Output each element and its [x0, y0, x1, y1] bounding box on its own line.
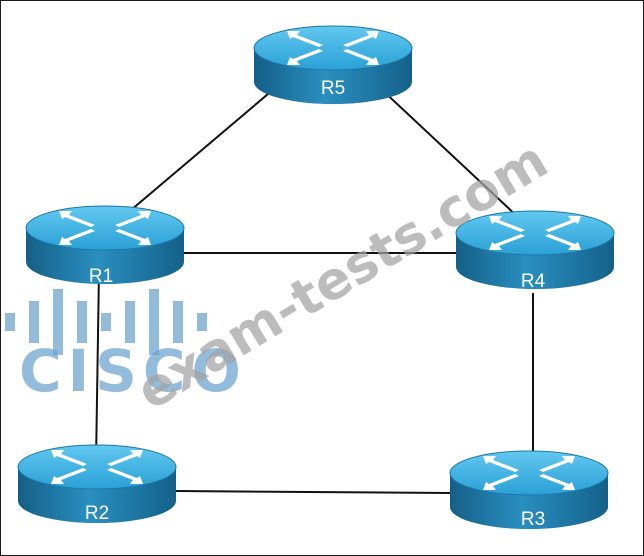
- router-top: [253, 25, 413, 71]
- router-arrows-icon: [489, 216, 581, 250]
- router-arrows-icon: [59, 211, 151, 245]
- router-r2[interactable]: R2: [17, 444, 177, 524]
- cisco-logo-text: CISCO: [19, 337, 247, 405]
- router-label: R4: [521, 271, 546, 292]
- router-arrows-icon: [483, 456, 575, 490]
- links-layer: [95, 82, 536, 494]
- router-r1[interactable]: R1: [25, 205, 185, 287]
- cisco-bars-icon: [5, 289, 207, 355]
- router-r4[interactable]: R4: [455, 210, 615, 292]
- link-r1-r2: [95, 270, 100, 464]
- router-top: [17, 444, 177, 490]
- router-label: R1: [89, 266, 113, 287]
- router-label: R3: [521, 509, 545, 530]
- link-r2-r3: [175, 490, 452, 494]
- router-label: R5: [321, 78, 345, 99]
- router-r5[interactable]: R5: [253, 25, 413, 104]
- router-r3[interactable]: R3: [449, 450, 609, 530]
- router-top: [449, 450, 609, 496]
- link-r5-r1: [110, 82, 282, 228]
- router-arrows-icon: [287, 31, 379, 65]
- router-top: [25, 205, 185, 251]
- router-label: R2: [85, 503, 109, 524]
- cisco-logo: CISCO: [5, 289, 247, 405]
- router-arrows-icon: [51, 450, 143, 484]
- link-r5-r4: [378, 86, 536, 234]
